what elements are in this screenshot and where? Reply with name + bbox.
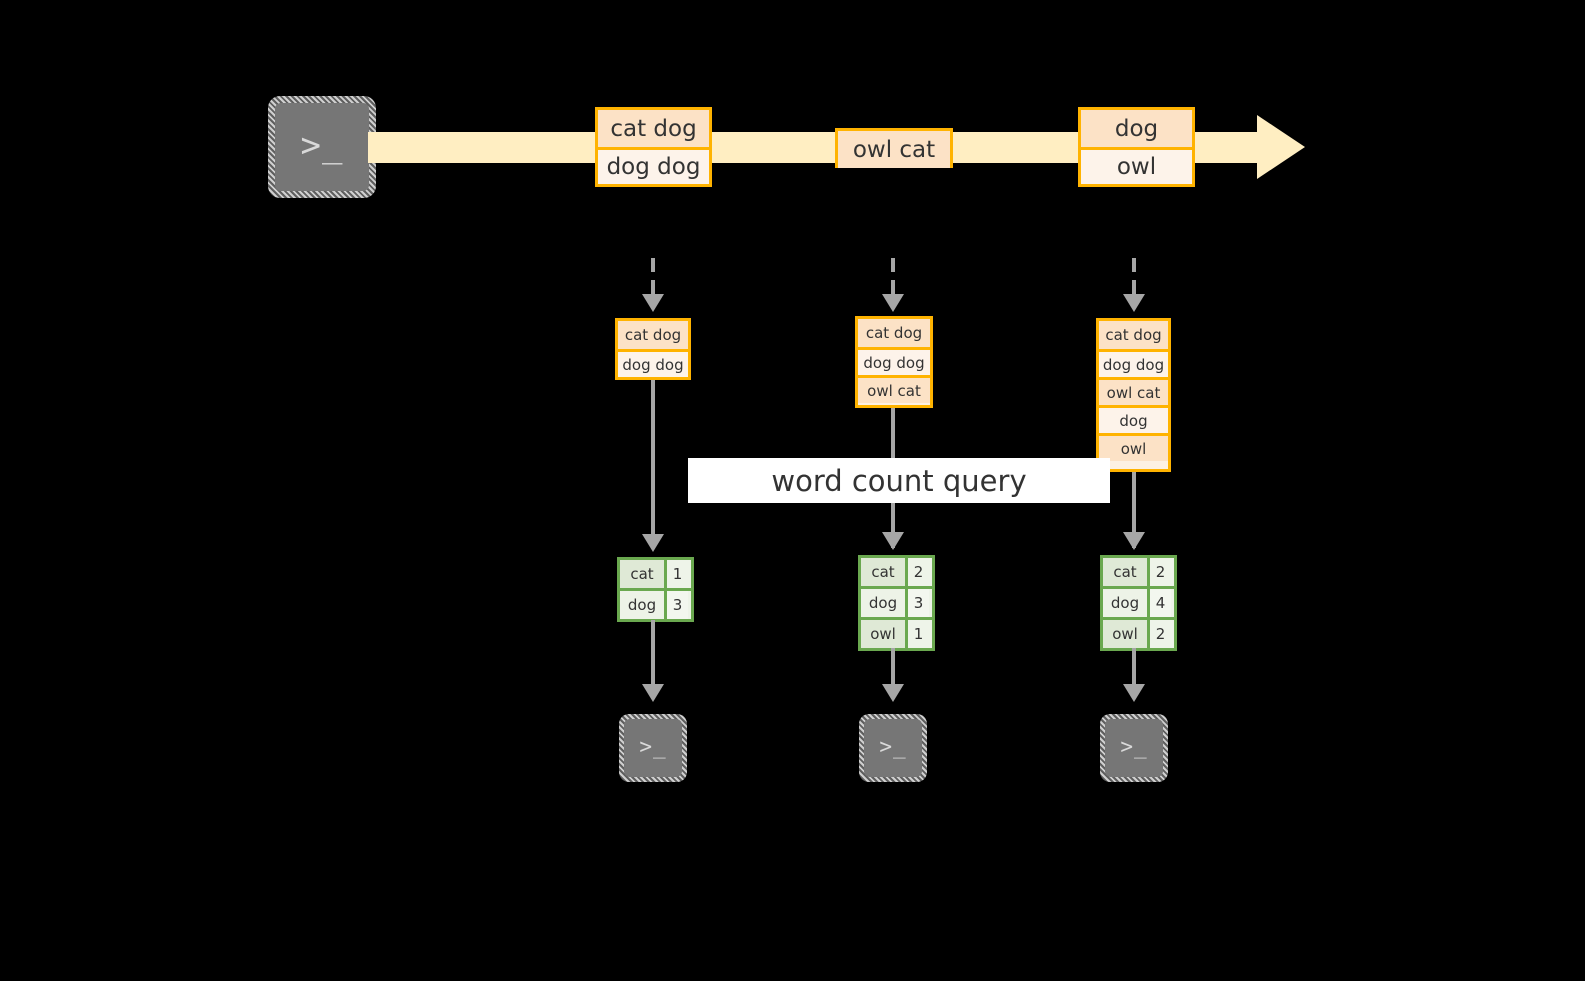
snapshot-3-sink-connector — [1132, 648, 1136, 690]
result-count: 2 — [905, 558, 929, 586]
stream-message-3-line-1: dog — [1081, 110, 1192, 147]
snapshot-2-input-line-2: dog dog — [858, 347, 930, 375]
table-row: cat 1 — [620, 560, 691, 588]
snapshot-2-dashed-arrowhead — [882, 294, 904, 312]
result-count: 2 — [1147, 558, 1171, 586]
stream-message-3-line-2: owl — [1081, 147, 1192, 184]
snapshot-2-dashed-connector — [891, 258, 895, 298]
snapshot-2-input-stack: cat dog dog dog owl cat — [855, 316, 933, 408]
stream-message-1-line-1: cat dog — [598, 110, 709, 147]
table-row: owl 1 — [861, 617, 932, 648]
snapshot-1-dashed-arrowhead — [642, 294, 664, 312]
result-word: cat — [620, 560, 664, 588]
result-word: owl — [861, 620, 905, 648]
table-row: cat 2 — [1103, 558, 1174, 586]
snapshot-1-dashed-connector — [651, 258, 655, 298]
snapshot-3-input-line-3: owl cat — [1099, 377, 1168, 405]
query-label-text: word count query — [771, 463, 1027, 498]
snapshot-3-query-connector — [1132, 472, 1136, 548]
snapshot-1-sink-connector — [651, 620, 655, 690]
result-count: 3 — [664, 591, 688, 619]
snapshot-3-input-line-1: cat dog — [1099, 321, 1168, 349]
result-count: 4 — [1147, 589, 1171, 617]
snapshot-3-input-line-5: owl — [1099, 433, 1168, 461]
result-count: 2 — [1147, 620, 1171, 648]
table-row: dog 3 — [620, 588, 691, 619]
result-count: 1 — [905, 620, 929, 648]
snapshot-2-input-line-1: cat dog — [858, 319, 930, 347]
snapshot-1-input-line-1: cat dog — [618, 321, 688, 349]
snapshot-2-sink-arrowhead — [882, 684, 904, 702]
snapshot-3-input-stack: cat dog dog dog owl cat dog owl — [1096, 318, 1171, 472]
terminal-prompt-glyph: >_ — [639, 734, 667, 759]
result-word: dog — [1103, 589, 1147, 617]
stream-message-2: owl cat — [835, 128, 953, 168]
snapshot-3-query-arrowhead — [1123, 532, 1145, 550]
snapshot-3-dashed-arrowhead — [1123, 294, 1145, 312]
stream-message-1: cat dog dog dog — [595, 107, 712, 187]
snapshot-2-sink-connector — [891, 648, 895, 690]
table-row: dog 4 — [1103, 586, 1174, 617]
event-stream-arrowhead — [1257, 115, 1305, 179]
snapshot-3-sink-terminal-icon: >_ — [1100, 714, 1168, 782]
snapshot-2-result-table: cat 2 dog 3 owl 1 — [858, 555, 935, 651]
result-word: cat — [1103, 558, 1147, 586]
snapshot-1-sink-terminal-icon: >_ — [619, 714, 687, 782]
snapshot-3-result-table: cat 2 dog 4 owl 2 — [1100, 555, 1177, 651]
snapshot-1-query-arrowhead — [642, 534, 664, 552]
table-row: owl 2 — [1103, 617, 1174, 648]
result-count: 1 — [664, 560, 688, 588]
snapshot-1-query-connector — [651, 380, 655, 548]
terminal-face — [864, 719, 922, 777]
result-word: dog — [861, 589, 905, 617]
result-word: dog — [620, 591, 664, 619]
terminal-prompt-glyph: >_ — [1120, 734, 1148, 759]
table-row: cat 2 — [861, 558, 932, 586]
stream-message-1-line-2: dog dog — [598, 147, 709, 184]
snapshot-1-sink-arrowhead — [642, 684, 664, 702]
snapshot-3-dashed-connector — [1132, 258, 1136, 298]
terminal-prompt-glyph: >_ — [879, 734, 907, 759]
terminal-face — [1105, 719, 1163, 777]
terminal-face — [275, 103, 369, 191]
query-label-banner: word count query — [688, 458, 1110, 503]
snapshot-2-input-line-3: owl cat — [858, 375, 930, 403]
snapshot-1-input-line-2: dog dog — [618, 349, 688, 377]
snapshot-3-sink-arrowhead — [1123, 684, 1145, 702]
source-terminal-icon: >_ — [268, 96, 376, 198]
terminal-face — [624, 719, 682, 777]
terminal-prompt-glyph: >_ — [300, 125, 344, 166]
stream-message-2-line-1: owl cat — [838, 131, 950, 168]
snapshot-2-sink-terminal-icon: >_ — [859, 714, 927, 782]
result-word: owl — [1103, 620, 1147, 648]
snapshot-3-input-line-4: dog — [1099, 405, 1168, 433]
snapshot-1-input-stack: cat dog dog dog — [615, 318, 691, 380]
snapshot-2-query-arrowhead — [882, 532, 904, 550]
result-word: cat — [861, 558, 905, 586]
snapshot-1-result-table: cat 1 dog 3 — [617, 557, 694, 622]
snapshot-3-input-line-2: dog dog — [1099, 349, 1168, 377]
result-count: 3 — [905, 589, 929, 617]
stream-message-3: dog owl — [1078, 107, 1195, 187]
table-row: dog 3 — [861, 586, 932, 617]
